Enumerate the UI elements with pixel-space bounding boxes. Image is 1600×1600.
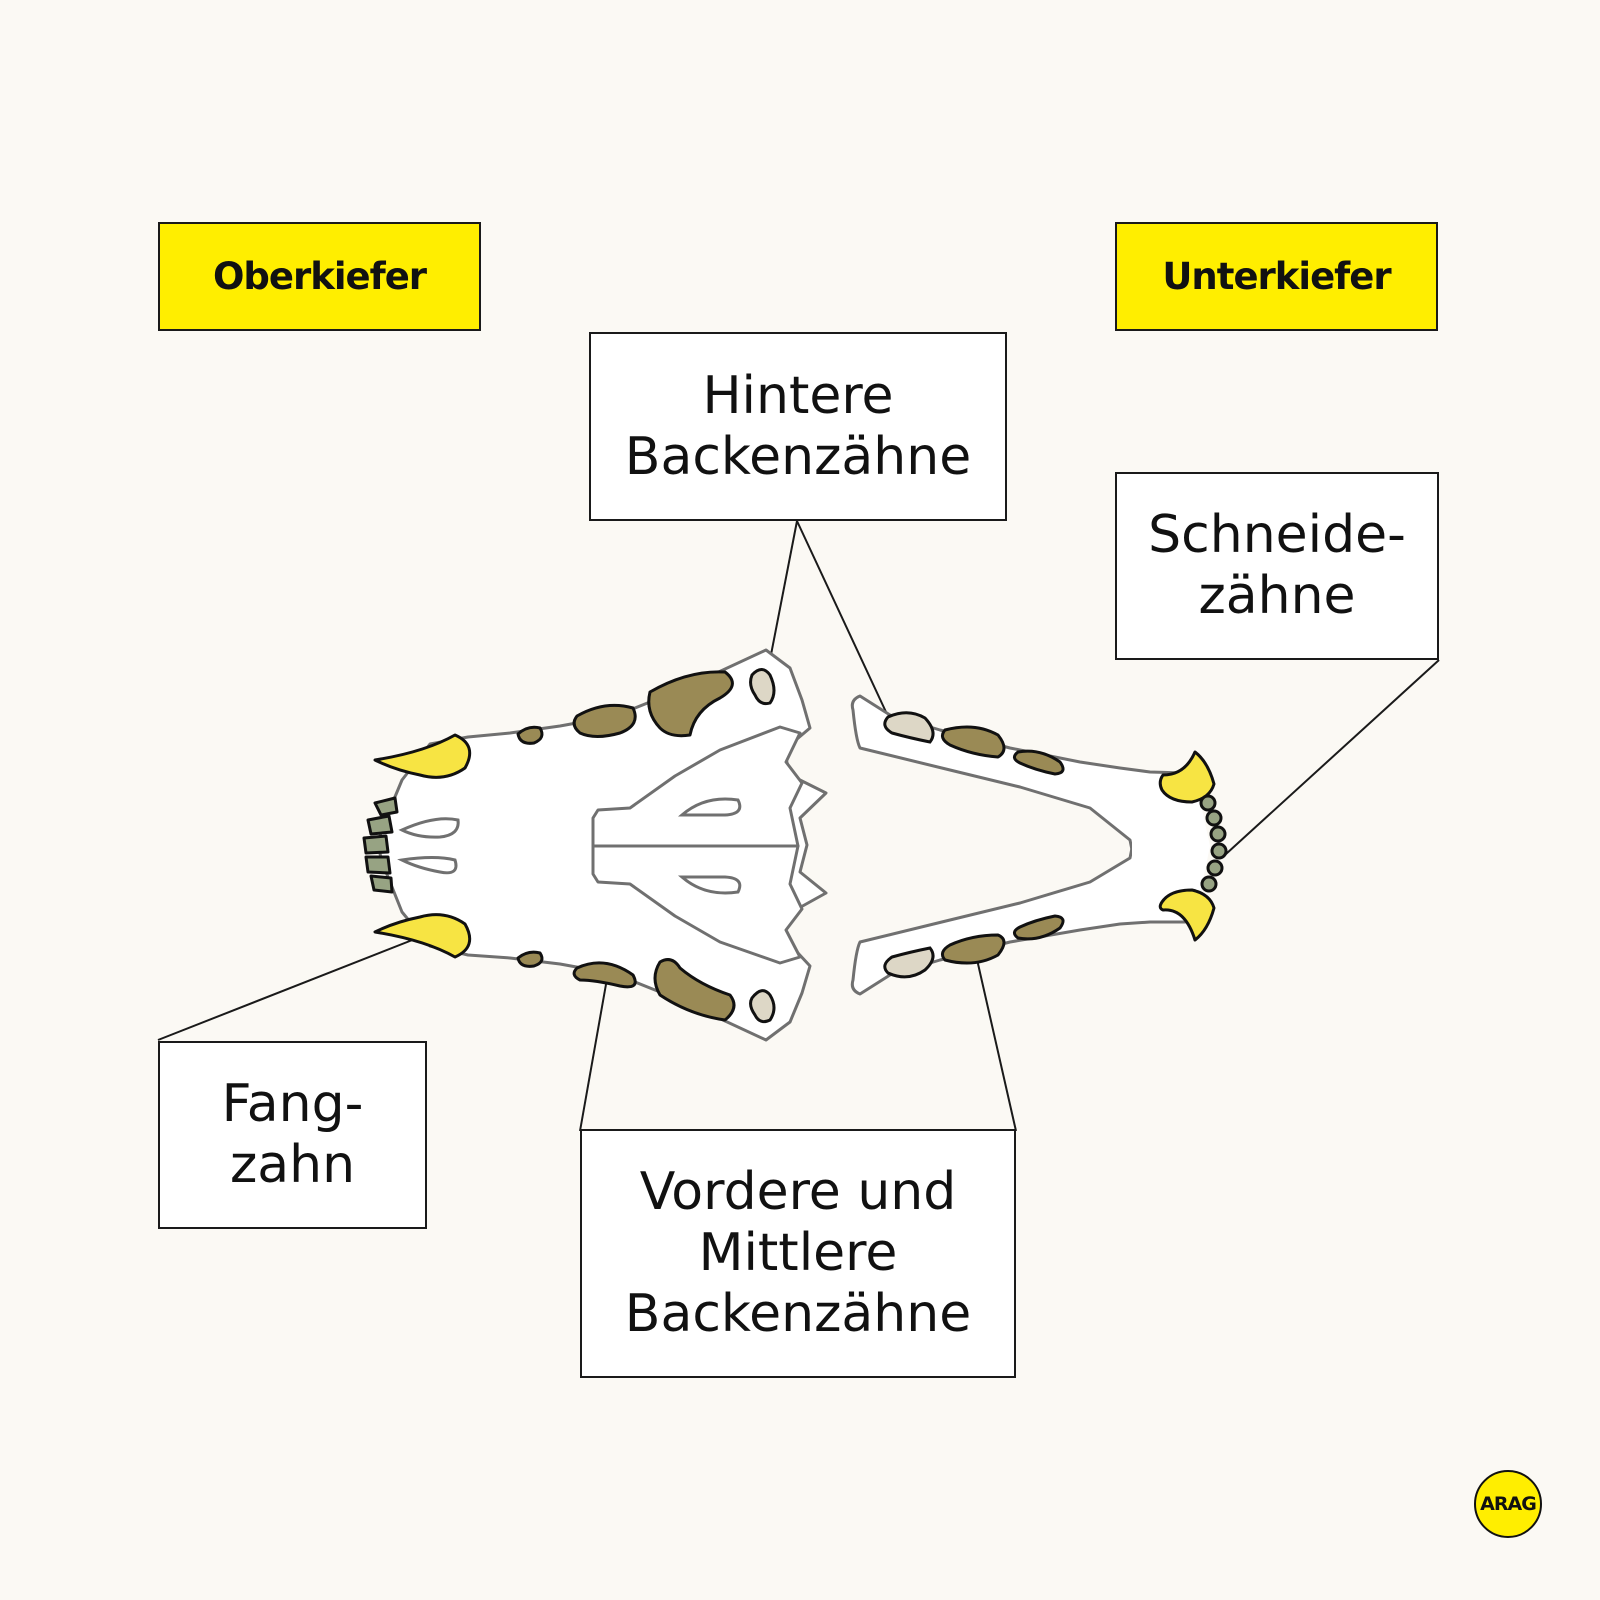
lower-molar-bottom-2 (1013, 914, 1065, 941)
upper-molars (516, 670, 736, 1022)
leader-front-molars-lower (975, 954, 1017, 1132)
lower-jaw-right-branch (850, 846, 1202, 996)
upper-canine-bottom (373, 913, 472, 959)
lower-jaw-header-text: Unterkiefer (1162, 255, 1391, 298)
lower-rear-molar-top (883, 711, 935, 744)
callout-canine: Fang- zahn (158, 1041, 427, 1229)
upper-premolar-bottom-2 (572, 961, 637, 989)
upper-jaw (362, 648, 828, 1042)
palate-foramen-upper (677, 797, 742, 817)
callout-rear-molars: Hintere Backenzähne (589, 332, 1007, 521)
lower-canine-top (1158, 750, 1216, 804)
lower-jaw-left-branch (850, 694, 1202, 852)
lower-canine-bottom (1158, 888, 1216, 942)
leader-incisors (1225, 659, 1440, 855)
lower-jaw-symphysis (1132, 800, 1210, 895)
lower-jaw (850, 694, 1228, 996)
upper-jaw-header: Oberkiefer (158, 222, 481, 331)
lower-molar-top-2 (1013, 749, 1065, 776)
callout-rear-molars-line1: Hintere (702, 365, 894, 426)
upper-rear-molar-bottom (749, 989, 776, 1024)
upper-incisor-2 (366, 814, 394, 836)
upper-carnassial-bottom (653, 958, 736, 1022)
lower-molar-bottom-1 (940, 933, 1006, 965)
callout-front-middle-molars-line2: Mittlere (698, 1223, 898, 1283)
callout-incisors-line1: Schneide- (1148, 505, 1406, 565)
upper-incisors (362, 796, 399, 894)
upper-incisor-1 (373, 796, 399, 817)
lower-incisor-1 (1199, 794, 1217, 812)
leader-lines (157, 520, 1440, 1132)
callout-front-middle-molars-line3: Backenzähne (624, 1284, 972, 1344)
callout-front-middle-molars: Vordere und Mittlere Backenzähne (580, 1129, 1016, 1378)
lower-incisor-3 (1209, 825, 1227, 843)
lower-incisor-5 (1206, 859, 1224, 877)
callout-rear-molars-line2: Backenzähne (624, 426, 972, 487)
upper-premolar-bottom-1 (516, 950, 544, 968)
leader-rear-molars-upper (768, 520, 798, 666)
callout-canine-line1: Fang- (221, 1074, 364, 1134)
arag-logo: ARAG (1474, 1470, 1542, 1538)
callout-front-middle-molars-line1: Vordere und (639, 1162, 957, 1222)
callout-incisors-line2: zähne (1198, 566, 1356, 626)
upper-incisor-3 (362, 834, 390, 855)
leader-canine (157, 936, 421, 1041)
callout-canine-line2: zahn (229, 1135, 356, 1195)
upper-premolar-top-2 (572, 703, 637, 738)
upper-premolar-top-1 (516, 725, 544, 745)
upper-canine-top (373, 733, 472, 779)
palate-foramen-lower (677, 875, 742, 895)
lower-incisor-2 (1205, 809, 1223, 827)
incisive-foramen-lower (397, 856, 458, 875)
lower-incisor-6 (1200, 875, 1218, 893)
callout-incisors: Schneide- zähne (1115, 472, 1439, 660)
lower-molars (940, 725, 1065, 965)
lower-molar-top-1 (940, 725, 1006, 759)
upper-jaw-header-text: Oberkiefer (212, 255, 427, 298)
upper-incisor-5 (369, 874, 394, 894)
leader-rear-molars-lower (796, 520, 887, 713)
lower-incisors (1199, 794, 1228, 893)
lower-jaw-header: Unterkiefer (1115, 222, 1438, 331)
upper-carnassial-top (647, 670, 734, 738)
lower-incisor-4 (1210, 842, 1228, 860)
arag-logo-text: ARAG (1480, 1493, 1537, 1515)
lower-rear-molar-bottom (883, 946, 935, 979)
upper-incisor-4 (364, 855, 392, 875)
leader-front-molars-upper (579, 972, 609, 1132)
palate-right (591, 844, 804, 965)
incisive-foramen-upper (398, 817, 460, 839)
palate-left (591, 725, 804, 848)
upper-rear-molar-top (749, 668, 776, 706)
